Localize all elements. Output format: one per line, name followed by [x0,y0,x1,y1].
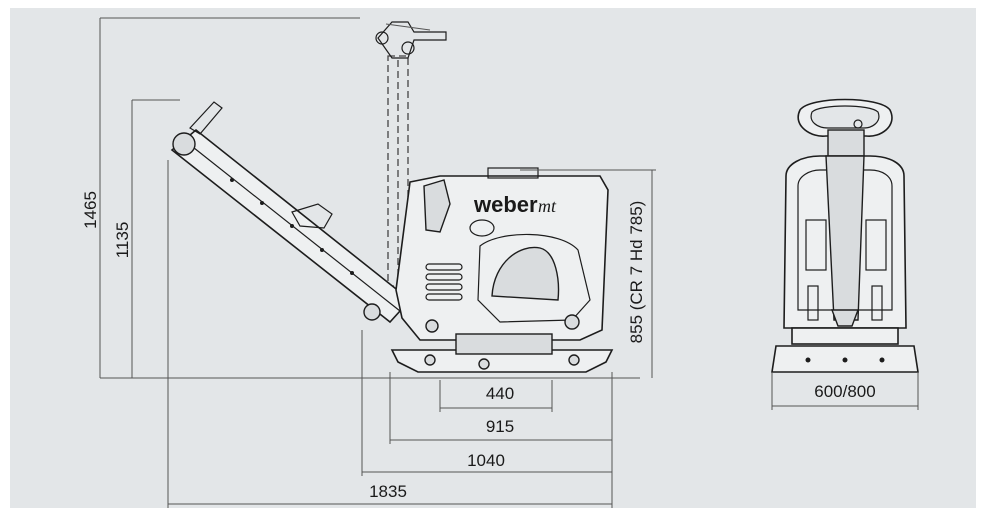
brand-logo-text: weber [473,192,538,217]
dim-machine-height: 855 (CR 7 Hd 785) [627,201,646,344]
front-dimension-lines [771,372,919,410]
dim-overall-length: 1835 [369,482,407,501]
dim-total-height: 1465 [81,191,100,229]
cooling-vents [425,263,463,301]
dim-plate-length: 915 [486,417,514,436]
dim-machine-length: 1040 [467,451,505,470]
brand-logo-suffix: mt [538,196,557,216]
engine-housing: weber mt [363,167,609,341]
side-view: weber mt 1465 1135 855 (CR 7 Hd 785) [81,17,656,508]
horizontal-dimension-lines [167,160,613,508]
dim-plate-width: 600/800 [814,382,875,401]
vertical-dimension-lines [99,17,656,379]
front-view: 600/800 [771,98,919,410]
dim-handle-height: 1135 [113,222,132,259]
base-plate [390,333,614,373]
dim-plate-inner: 440 [486,384,514,403]
